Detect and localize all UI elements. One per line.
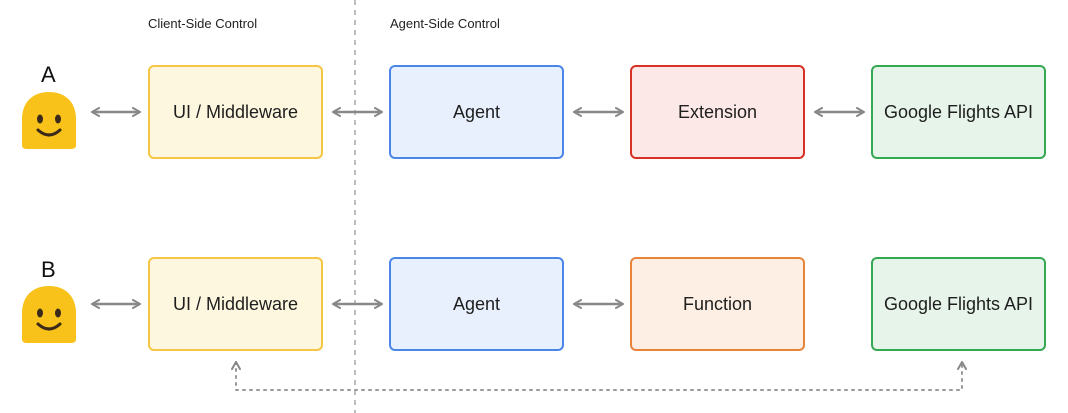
row-b-label: B	[41, 257, 56, 282]
client-side-header: Client-Side Control	[148, 16, 258, 31]
row-b-agent-box: Agent	[389, 257, 564, 351]
row-a-extension-box: Extension	[630, 65, 805, 159]
row-a-agent-box: Agent	[389, 65, 564, 159]
row-b-function-box: Function	[630, 257, 805, 351]
row-a-label: A	[41, 62, 56, 87]
smiley-face-icon	[22, 92, 76, 149]
agent-side-header: Agent-Side Control	[390, 16, 500, 31]
dotted-ui-api-connector	[231, 361, 967, 391]
row-a-ui-middleware-box: UI / Middleware	[148, 65, 323, 159]
row-b-google-flights-api-box: Google Flights API	[871, 257, 1046, 351]
row-b-ui-middleware-box: UI / Middleware	[148, 257, 323, 351]
smiley-face-icon	[22, 286, 76, 343]
row-a-google-flights-api-box: Google Flights API	[871, 65, 1046, 159]
